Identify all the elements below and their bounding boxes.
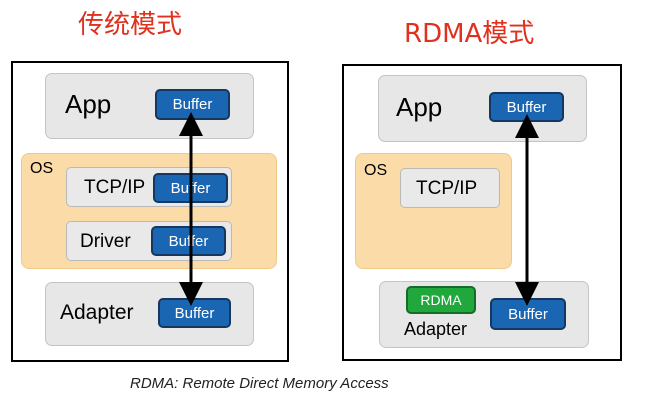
rdma-app-label: App: [396, 92, 443, 122]
traditional-driver-label: Driver: [80, 231, 131, 252]
rdma-os-label: OS: [364, 162, 388, 179]
traditional-app-label: App: [65, 89, 112, 119]
rdma-tcpip-box: [400, 168, 500, 208]
traditional-tcpip-label: TCP/IP: [84, 177, 146, 198]
traditional-adapter-label: Adapter: [60, 301, 134, 324]
rdma-caption: RDMA: Remote Direct Memory Access: [130, 375, 389, 392]
traditional-os-label: OS: [30, 160, 54, 177]
traditional-mode-title: 传统模式: [78, 10, 183, 40]
rdma-mode-title: RDMA模式: [404, 19, 535, 49]
rdma-tcpip-label: TCP/IP: [416, 178, 478, 199]
rdma-adapter-label: Adapter: [404, 319, 468, 339]
rdma-engine-chip: RDMA: [406, 286, 476, 314]
